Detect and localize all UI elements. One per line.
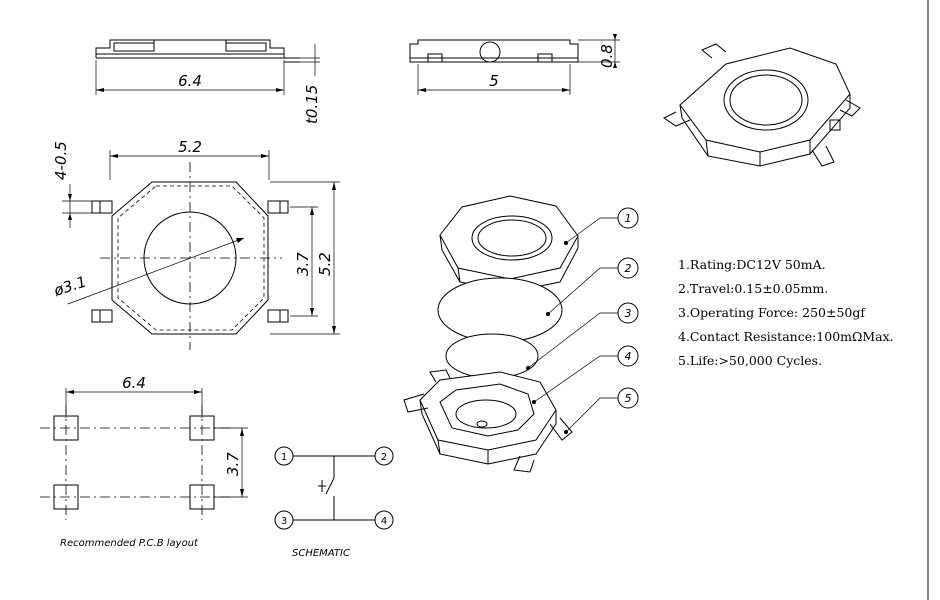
schematic-pin-2-label: 2: [381, 452, 387, 463]
svg-text:5: 5: [625, 392, 632, 405]
part-cover: [439, 195, 579, 280]
front-thickness-dim: t0.15: [303, 85, 321, 124]
plan-view: 5.2 ø3.1 4-0.5 3.7: [51, 138, 340, 350]
svg-text:3: 3: [625, 307, 632, 320]
lead-bottom-right: [267, 309, 289, 323]
svg-text:2: 2: [625, 262, 632, 275]
lead-bottom-left: [91, 309, 113, 323]
front-width-dim: 6.4: [178, 72, 202, 90]
front-view-outline: [95, 39, 285, 58]
exploded-view: 1 2 3 4 5: [403, 195, 639, 473]
side-height-dim: 0.8: [598, 44, 616, 68]
part-disc: [445, 333, 539, 379]
lead-top-left: [91, 200, 113, 214]
plan-outer-dim: 5.2: [316, 252, 334, 276]
spec-contact-resistance: 4.Contact Resistance:100mΩMax.: [678, 329, 894, 344]
side-width-dim: 5: [489, 72, 499, 90]
svg-text:1: 1: [625, 212, 632, 225]
pcb-layout: 6.4 3.7 Recommended P.C.B layout: [40, 374, 248, 549]
spec-list: 1.Rating:DC12V 50mA. 2.Travel:0.15±0.05m…: [678, 257, 894, 368]
plan-lead-dim: 4-0.5: [52, 141, 70, 180]
schematic-pin-4-label: 4: [381, 516, 387, 527]
lead-top-right: [267, 200, 289, 214]
schematic-pin-3-label: 3: [281, 516, 287, 527]
front-view: 6.4 t0.15: [95, 39, 321, 124]
spec-travel: 2.Travel:0.15±0.05mm.: [678, 281, 828, 296]
pcb-caption: Recommended P.C.B layout: [60, 538, 199, 549]
pcb-width-dim: 6.4: [122, 374, 146, 392]
part-dome: [437, 277, 563, 343]
plan-top-dim: 5.2: [178, 138, 202, 156]
svg-text:4: 4: [625, 350, 632, 363]
pcb-height-dim: 3.7: [224, 452, 242, 476]
plan-inner-dim: 3.7: [294, 252, 312, 276]
isometric-body-top: [679, 47, 851, 153]
side-view-outline: [409, 39, 579, 63]
schematic: 1 2 3 4 SCHEMATIC: [274, 446, 394, 559]
schematic-caption: SCHEMATIC: [292, 548, 350, 559]
base-lead-left: [403, 393, 429, 413]
spec-operating-force: 3.Operating Force: 250±50gf: [678, 305, 866, 320]
pcb-pad-1: [53, 415, 79, 441]
plan-diameter-dim: ø3.1: [51, 272, 89, 300]
schematic-pin-1-label: 1: [281, 452, 287, 463]
part-base: [419, 371, 557, 451]
spec-life: 5.Life:>50,000 Cycles.: [678, 353, 822, 368]
isometric-view: [663, 43, 861, 167]
side-view: 5 0.8: [409, 34, 620, 95]
spec-rating: 1.Rating:DC12V 50mA.: [678, 257, 826, 272]
pcb-pad-3: [53, 484, 79, 510]
